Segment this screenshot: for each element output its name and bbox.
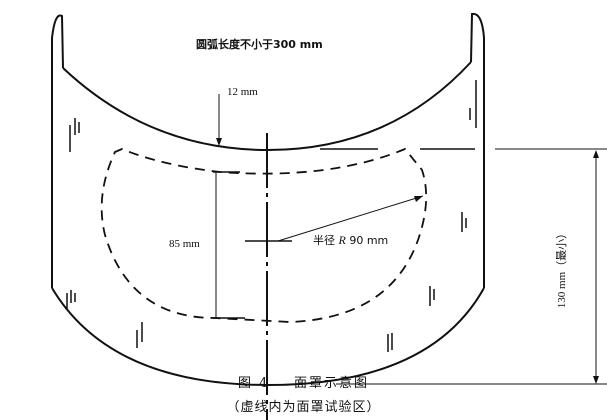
hatch-mark	[429, 286, 435, 306]
figure-subtitle: （虚线内为面罩试验区）	[226, 400, 381, 415]
radius-symbol: R	[338, 233, 346, 247]
hatch-mark	[469, 80, 477, 128]
figure-number: 图 4	[238, 376, 270, 391]
arc-length-label: 圆弧长度不小于300 mm	[196, 38, 323, 51]
figure-caption: 图 4 面罩示意图	[0, 372, 607, 391]
hatch-mark	[461, 212, 467, 232]
hatch-mark	[66, 290, 76, 310]
test-area-height-label: 85 mm	[169, 238, 200, 250]
thickness-label: 12 mm	[227, 86, 258, 98]
shield-left-edge	[51, 14, 64, 288]
radius-prefix: 半径	[313, 234, 335, 247]
hatch-mark	[136, 322, 143, 348]
hatch-mark	[69, 118, 80, 152]
min-height-label: 130 mm（最小）	[556, 227, 568, 309]
figure-title: 面罩示意图	[293, 376, 369, 391]
radius-label: 半径 R 90 mm	[313, 232, 388, 248]
hatch-mark	[387, 333, 393, 352]
shield-right-edge	[470, 12, 485, 288]
test-area-boundary	[100, 147, 428, 323]
radius-value: 90 mm	[349, 234, 389, 247]
